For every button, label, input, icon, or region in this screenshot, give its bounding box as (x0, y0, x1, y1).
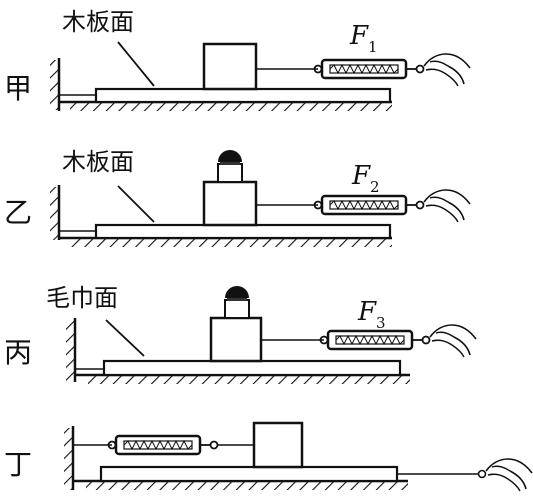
weight-bing (225, 286, 249, 301)
row-jia: 甲 木板面 F1 (4, 8, 471, 111)
row-label-ding: 丁 (4, 448, 32, 481)
row-ding: 丁 (4, 421, 533, 492)
spring-scale-jia (313, 58, 425, 80)
ground-jia (70, 102, 392, 111)
block-yi (202, 180, 258, 227)
row-label-yi: 乙 (4, 196, 32, 229)
force-label-jia: F1 (349, 21, 378, 56)
board-jia (94, 87, 392, 104)
surface-label-yi: 木板面 (62, 148, 134, 176)
row-yi: 乙 木板面 F2 (4, 148, 471, 247)
spring-scale-yi (313, 194, 425, 216)
weight-base-yi (217, 163, 243, 183)
force-label-bing: F3 (357, 297, 386, 332)
hand-yi (423, 189, 471, 223)
row-bing: 丙 毛巾面 F3 (4, 284, 477, 384)
surface-label-jia: 木板面 (62, 8, 134, 36)
board-yi (94, 223, 392, 240)
hand-ding (485, 458, 533, 492)
surface-label-bing: 毛巾面 (46, 284, 118, 312)
wall-ding (64, 428, 72, 490)
board-ding (99, 465, 399, 483)
wall-bing (66, 320, 74, 382)
ground-bing (88, 375, 410, 384)
spring-scale-bing (319, 329, 431, 351)
hand-bing (429, 324, 477, 358)
row-label-bing: 丙 (4, 336, 32, 369)
block-jia (202, 42, 258, 91)
force-label-yi: F2 (351, 161, 380, 196)
spring-scale-ding (107, 434, 219, 456)
board-bing (102, 359, 402, 377)
weight-base-bing (224, 299, 250, 319)
hand-jia (423, 53, 471, 87)
wall-yi (50, 187, 58, 240)
weight-yi (218, 150, 242, 165)
block-bing (209, 316, 263, 363)
ground-yi (70, 238, 392, 247)
block-ding (252, 421, 304, 469)
wall-jia (50, 60, 58, 110)
ground-ding (86, 481, 408, 490)
row-label-jia: 甲 (4, 72, 32, 105)
